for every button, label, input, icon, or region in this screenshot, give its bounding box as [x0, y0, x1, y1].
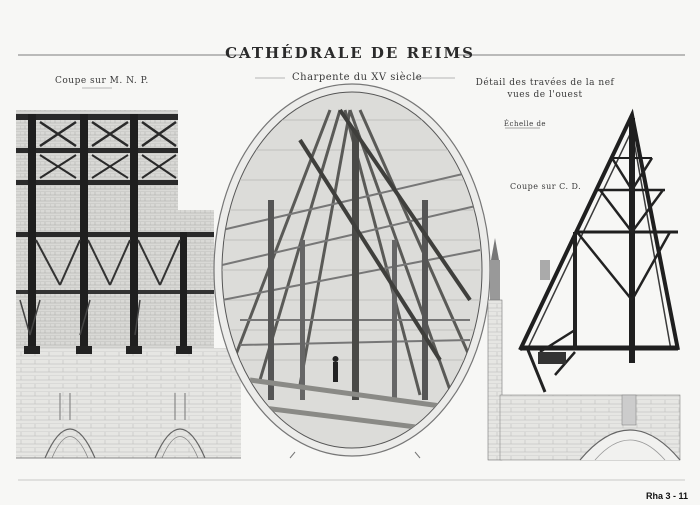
plate-identifier: Rha 3 - 11 — [645, 491, 688, 501]
right-detail-label-line1: Détail des travées de la nef — [475, 78, 615, 88]
plate-title: CATHÉDRALE DE REIMS — [225, 44, 475, 62]
truss-section — [499, 108, 681, 461]
scale-label: Échelle de — [503, 120, 547, 128]
oval-perspective-view — [213, 83, 491, 457]
pinnacle-detail — [487, 238, 550, 461]
truss-section-label: Coupe sur C. D. — [510, 182, 582, 191]
left-section-label: Coupe sur M. N. P. — [55, 76, 149, 86]
center-view-label: Charpente du XV siècle — [292, 72, 423, 83]
right-detail-label-line2: vues de l'ouest — [507, 90, 583, 100]
left-elevation — [16, 110, 241, 459]
